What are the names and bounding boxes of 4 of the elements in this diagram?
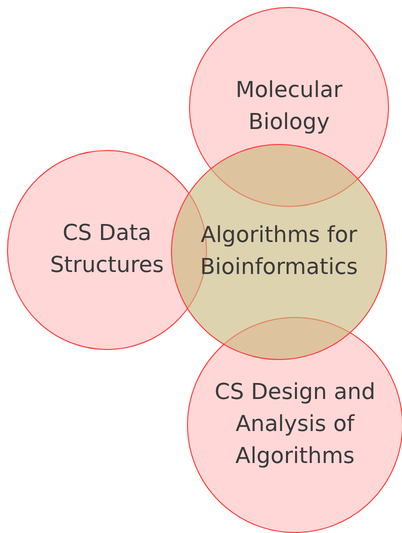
- circle-label: CS Data Structures: [49, 220, 165, 280]
- circle-label: Molecular Biology: [234, 77, 344, 137]
- circle-label: Algorithms for Bioinformatics: [199, 222, 359, 282]
- circle-label: CS Design and Analysis of Algorithms: [214, 379, 376, 471]
